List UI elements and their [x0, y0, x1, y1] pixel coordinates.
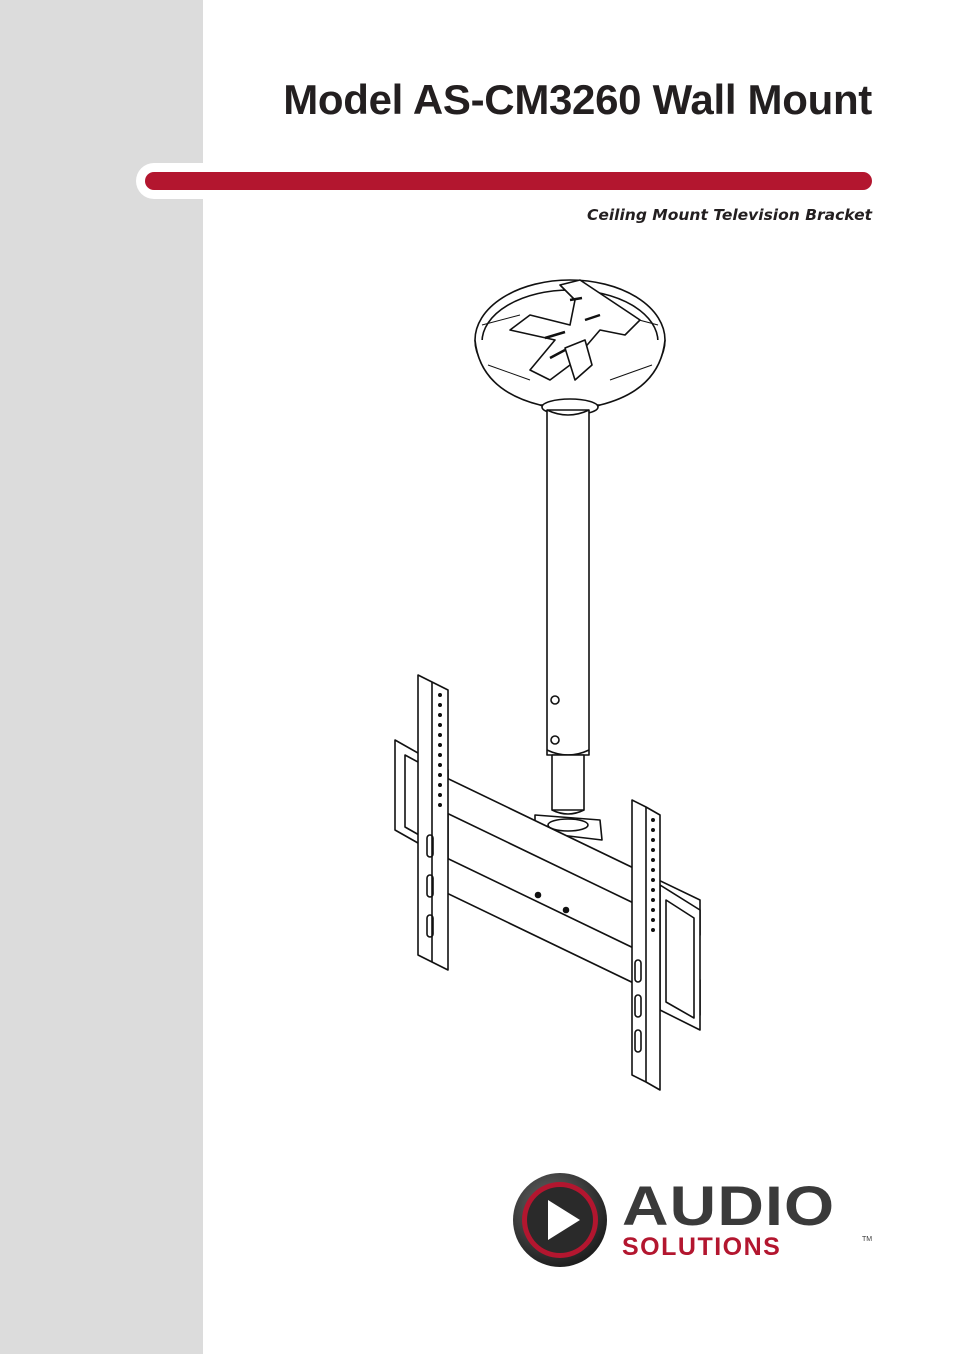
ceiling-mount-illustration	[394, 279, 701, 1091]
extension-pole	[534, 409, 603, 841]
vertical-rail-right	[631, 799, 661, 1091]
play-logo-icon	[513, 1173, 607, 1267]
audio-solutions-logo: AUDIO SOLUTIONS TM	[510, 1170, 880, 1270]
vertical-rail-left	[417, 674, 449, 971]
side-band	[0, 0, 203, 1354]
ceiling-plate	[474, 279, 666, 416]
logo-wordmark-audio: AUDIO	[622, 1174, 836, 1237]
logo-wordmark-solutions: SOLUTIONS	[622, 1233, 782, 1261]
page-subtitle: Ceiling Mount Television Bracket	[586, 206, 872, 224]
trademark-symbol: TM	[862, 1236, 873, 1243]
page-title: Model AS-CM3260 Wall Mount	[283, 76, 872, 123]
header-red-bar	[145, 172, 872, 190]
